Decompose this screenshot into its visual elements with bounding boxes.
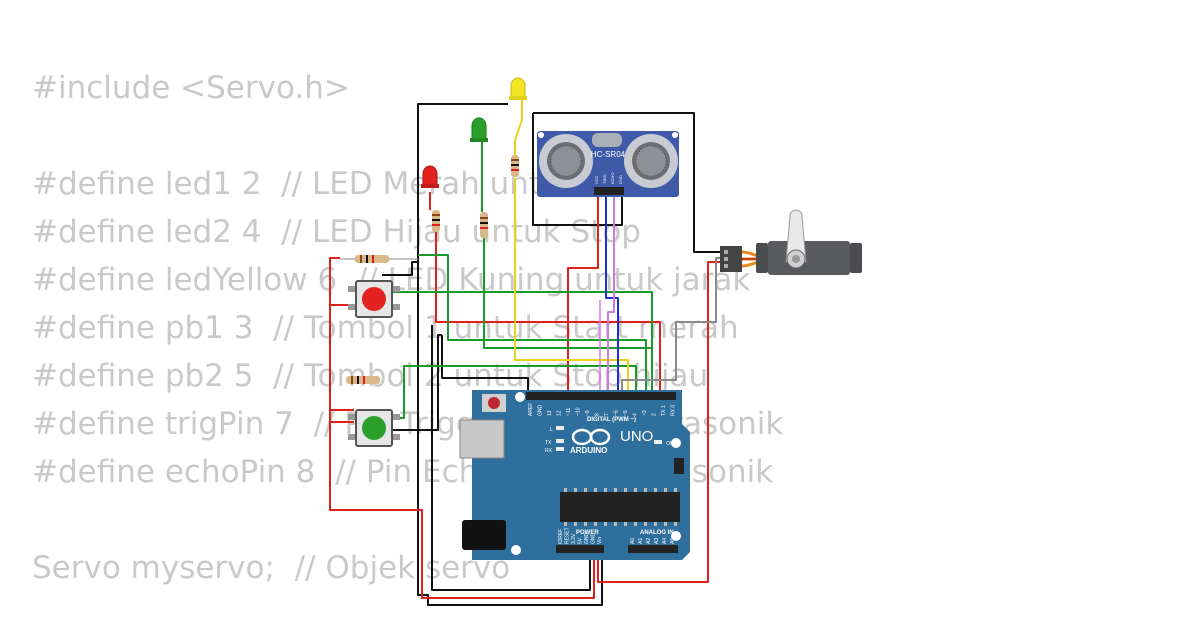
wire-black — [417, 103, 603, 606]
wire-yellow — [514, 98, 523, 155]
pin-label: A4 — [662, 538, 668, 544]
wire-black — [533, 112, 728, 253]
led-label-tx: TX — [545, 440, 552, 446]
sensor-pin-label: ECHO — [610, 172, 615, 184]
wire-black — [392, 334, 442, 431]
wire-red — [597, 261, 728, 583]
pin-label: A3 — [654, 538, 660, 544]
code-line: #define led1 2 // LED Merah untuk — [32, 166, 579, 202]
pin-label: 7 — [604, 413, 610, 416]
code-line: #define led2 4 // LED Hijau untuk Stop — [32, 214, 641, 250]
pin-label: 8 — [595, 413, 601, 416]
pin-label: ~5 — [623, 410, 629, 416]
wire-violet — [607, 197, 615, 394]
pin-label: ~10 — [576, 407, 582, 416]
pin-label: A5 — [670, 538, 676, 544]
board-model-label: UNO — [620, 428, 653, 445]
pin-label: GND — [591, 533, 597, 545]
wire-red — [329, 257, 340, 305]
pin-label: 4 — [633, 413, 639, 416]
pin-label: RX 0 — [671, 405, 677, 416]
pin-label: IOREF — [558, 529, 564, 544]
wire-black — [431, 325, 591, 591]
wire-black — [441, 335, 529, 394]
pin-label: A0 — [630, 538, 636, 544]
digital-header-label: DIGITAL (PWM ~) — [587, 417, 636, 423]
pin-label: 12 — [557, 410, 563, 416]
resistor-horizontal — [340, 255, 418, 263]
led-green — [470, 117, 488, 142]
pin-label: RESET — [565, 527, 571, 544]
sensor-label: HC-SR04 — [591, 150, 626, 159]
pin-label: ~9 — [585, 410, 591, 416]
sensor-pin-label: VCC — [594, 175, 599, 184]
pin-label: GND — [584, 533, 590, 545]
pin-label: ~6 — [614, 410, 620, 416]
pin-label: ~11 — [566, 408, 572, 416]
wire-black — [382, 261, 418, 276]
wire-red — [329, 305, 595, 599]
led-label-rx: RX — [545, 448, 553, 454]
resistor-vertical — [432, 210, 440, 232]
pin-label: A2 — [646, 538, 652, 544]
board-brand-label: ARDUINO — [570, 446, 607, 455]
power-header-label: POWER — [576, 530, 599, 536]
pushbutton-red — [348, 280, 400, 318]
pin-label: 2 — [652, 413, 658, 416]
code-line: #define pb1 3 // Tombol 1 untuk Start me… — [32, 310, 739, 346]
led-red — [421, 165, 439, 188]
wire-blue — [605, 197, 619, 394]
wire-red — [435, 232, 661, 394]
led-yellow — [509, 77, 527, 100]
wire-yellow — [514, 178, 629, 394]
pin-label: Vin — [597, 537, 603, 544]
servo-motor — [720, 209, 862, 275]
arduino-logo — [571, 428, 611, 446]
pin-label: ~3 — [642, 410, 648, 416]
analog-header-label: ANALOG IN — [640, 530, 674, 536]
pin-label: GND — [538, 405, 544, 417]
code-line: #include <Servo.h> — [32, 70, 350, 106]
wire-black — [532, 113, 623, 226]
pin-label: 13 — [547, 410, 553, 416]
resistor-vertical — [511, 155, 519, 177]
pin-label: TX 1 — [661, 405, 667, 416]
pushbutton-green — [348, 409, 400, 447]
pin-label: 5V — [578, 537, 584, 544]
ultrasonic-sensor: HC-SR04 VCC TRIG ECHO GND — [537, 131, 679, 197]
wire-gray — [621, 257, 728, 394]
led-label-l: L — [550, 427, 553, 433]
pin-label: A1 — [638, 538, 644, 544]
led-label-on: ON — [666, 441, 674, 447]
sensor-pin-label: TRIG — [602, 174, 607, 184]
wire-red — [329, 409, 354, 422]
code-line: #define echoPin 8 // Pin Echo sensor ult… — [32, 454, 774, 490]
wire-red — [567, 197, 599, 394]
resistor-vertical — [480, 212, 488, 238]
wire-green — [418, 254, 647, 394]
resistor-horizontal — [346, 376, 380, 384]
sensor-pin-label: GND — [618, 175, 623, 184]
wire-green — [392, 291, 653, 394]
pin-label: 3.3V — [571, 533, 577, 544]
pin-label: AREF — [528, 403, 534, 416]
